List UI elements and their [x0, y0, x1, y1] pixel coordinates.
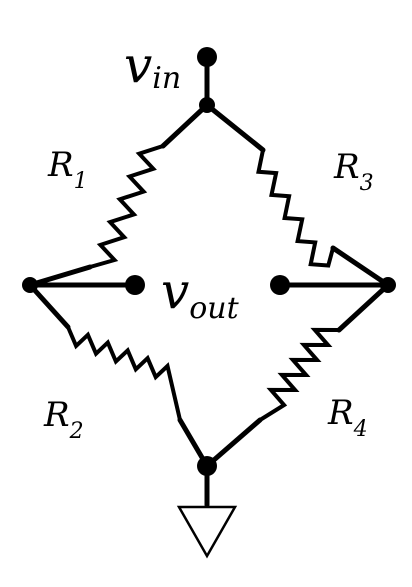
- r3-wire-bottom: [330, 245, 391, 288]
- r1-label: R1: [47, 145, 88, 194]
- bottom-junction-node: [197, 456, 217, 476]
- r4-label: R4: [327, 393, 368, 442]
- r4-branch: [204, 282, 391, 469]
- r1-wire-top: [160, 102, 210, 149]
- r1-wire-bottom: [27, 264, 93, 288]
- vout-right-terminal-node: [270, 275, 290, 295]
- vin-label: vin: [124, 36, 181, 96]
- resistor-r3: [256, 148, 335, 268]
- top-junction-node: [199, 97, 215, 113]
- r2-wire-top: [27, 282, 71, 330]
- r2-label: R2: [43, 395, 84, 444]
- vout-left-terminal-node: [125, 275, 145, 295]
- r3-wire-top: [204, 102, 266, 153]
- resistor-r4: [258, 327, 341, 422]
- right-junction-node: [380, 277, 396, 293]
- resistor-r1: [88, 144, 165, 269]
- r4-wire-top: [336, 282, 391, 333]
- ground-symbol: [176, 505, 238, 559]
- vin-terminal-node: [197, 47, 217, 67]
- r3-label: R3: [333, 147, 374, 196]
- left-junction-node: [22, 277, 38, 293]
- r3-branch: [204, 102, 391, 288]
- r4-wire-bottom: [204, 417, 263, 469]
- resistor-r2: [66, 325, 182, 422]
- r1-branch: [27, 102, 210, 288]
- vout-label: vout: [161, 262, 240, 326]
